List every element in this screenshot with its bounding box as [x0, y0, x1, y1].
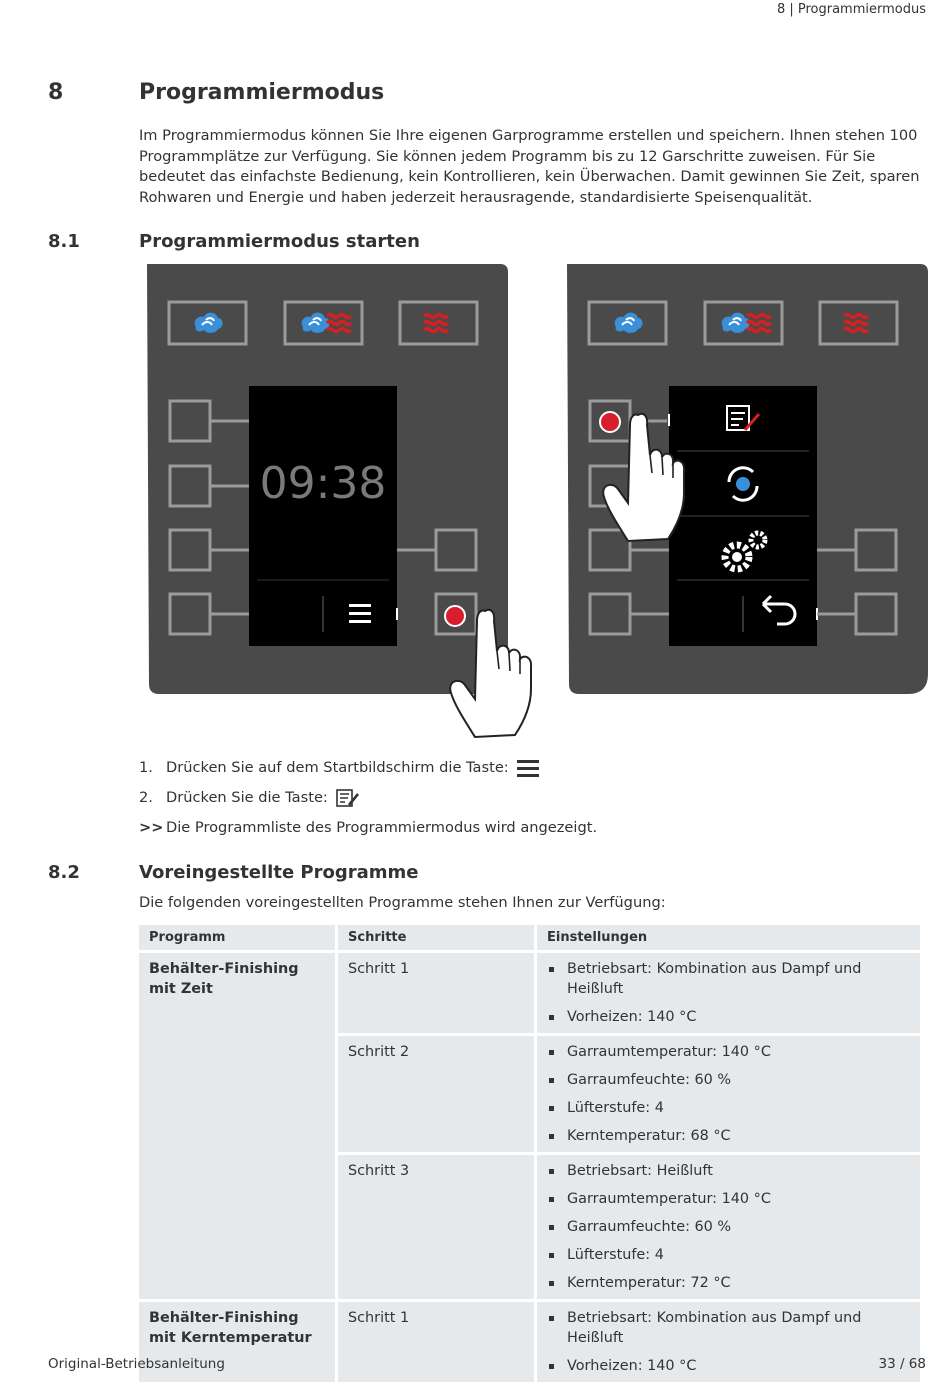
setting-item: Lüfterstufe: 4: [547, 1245, 910, 1265]
setting-item: Garraumfeuchte: 60 %: [547, 1217, 910, 1237]
side-button-right-4[interactable]: [434, 592, 478, 636]
setting-item: Garraumtemperatur: 140 °C: [547, 1042, 910, 1062]
edit-icon[interactable]: [726, 405, 761, 431]
oven-panel-menu: [567, 264, 928, 694]
step-label: 2.: [139, 789, 153, 806]
program-name: Behälter-Finishing mit Zeit: [139, 953, 335, 1299]
subsection-title: Voreingestellte Programme: [139, 862, 419, 883]
setting-item: Kerntemperatur: 72 °C: [547, 1273, 910, 1293]
hot-air-button[interactable]: [398, 300, 479, 346]
settings-cell: Betriebsart: Kombination aus Dampf und H…: [537, 1302, 920, 1382]
oven-panel-home: 09:38: [147, 264, 508, 694]
settings-cell: Garraumtemperatur: 140 °C Garraumfeuchte…: [537, 1036, 920, 1152]
settings-icon[interactable]: [721, 530, 768, 573]
step-1: 1. Drücken Sie auf dem Startbildschirm di…: [139, 759, 540, 777]
setting-item: Betriebsart: Kombination aus Dampf und H…: [547, 1308, 910, 1348]
setting-item: Kerntemperatur: 68 °C: [547, 1126, 910, 1146]
press-indicator: [444, 605, 466, 627]
table-row: Schritt 3 Betriebsart: Heißluft Garraumt…: [139, 1155, 920, 1299]
steam-button[interactable]: [167, 300, 248, 346]
step-2: 2. Drücken Sie die Taste:: [139, 789, 360, 807]
setting-item: Vorheizen: 140 °C: [547, 1356, 910, 1376]
cleaning-icon[interactable]: [727, 466, 759, 502]
step-text: Drücken Sie auf dem Startbildschirm die …: [166, 759, 509, 776]
page-number: 33 / 68: [878, 1356, 927, 1372]
table-intro: Die folgenden voreingestellten Programme…: [139, 894, 666, 911]
column-header: Schritte: [338, 925, 534, 950]
setting-item: Lüfterstufe: 4: [547, 1098, 910, 1118]
setting-item: Vorheizen: 140 °C: [547, 1007, 910, 1027]
program-name: Behälter-Finishing mit Kerntemperatur: [139, 1302, 335, 1382]
setting-item: Garraumfeuchte: 60 %: [547, 1070, 910, 1090]
section-number: 8: [48, 80, 64, 105]
menu-icon: [517, 760, 540, 777]
settings-cell: Betriebsart: Heißluft Garraumtemperatur:…: [537, 1155, 920, 1299]
section-title: Programmiermodus: [139, 80, 385, 105]
step-name: Schritt 2: [338, 1036, 534, 1152]
hand-pointer-icon: [449, 608, 533, 738]
step-name: Schritt 3: [338, 1155, 534, 1299]
step-text: Drücken Sie die Taste:: [166, 789, 328, 806]
step-text: Die Programmliste des Programmiermodus w…: [166, 819, 598, 836]
edit-icon: [336, 789, 360, 807]
result-label: >>: [139, 819, 164, 836]
preset-programs-table: Programm Schritte Einstellungen Behälter…: [136, 922, 923, 1385]
column-header: Einstellungen: [537, 925, 920, 950]
footer-document-title: Original-Betriebsanleitung: [48, 1356, 225, 1372]
setting-item: Betriebsart: Kombination aus Dampf und H…: [547, 959, 910, 999]
running-header: 8 | Programmiermodus: [776, 2, 926, 17]
table-row: Behälter-Finishing mit Kerntemperatur Sc…: [139, 1302, 920, 1382]
setting-item: Garraumtemperatur: 140 °C: [547, 1189, 910, 1209]
step-name: Schritt 1: [338, 1302, 534, 1382]
settings-cell: Betriebsart: Kombination aus Dampf und H…: [537, 953, 920, 1033]
hand-pointer-icon: [602, 412, 686, 542]
subsection-number: 8.2: [48, 862, 80, 883]
step-name: Schritt 1: [338, 953, 534, 1033]
back-icon[interactable]: [761, 594, 797, 626]
combi-button[interactable]: [283, 300, 364, 346]
step-label: 1.: [139, 759, 153, 776]
menu-icon: [349, 604, 371, 623]
column-header: Programm: [139, 925, 335, 950]
table-row: Schritt 2 Garraumtemperatur: 140 °C Garr…: [139, 1036, 920, 1152]
subsection-title: Programmiermodus starten: [139, 231, 420, 252]
clock-display: 09:38: [260, 458, 387, 509]
step-result: >>Die Programmliste des Programmiermodus…: [139, 819, 597, 836]
press-indicator: [599, 411, 621, 433]
setting-item: Betriebsart: Heißluft: [547, 1161, 910, 1181]
intro-paragraph: Im Programmiermodus können Sie Ihre eige…: [139, 127, 920, 206]
table-row: Behälter-Finishing mit Zeit Schritt 1 Be…: [139, 953, 920, 1299]
subsection-number: 8.1: [48, 231, 80, 252]
